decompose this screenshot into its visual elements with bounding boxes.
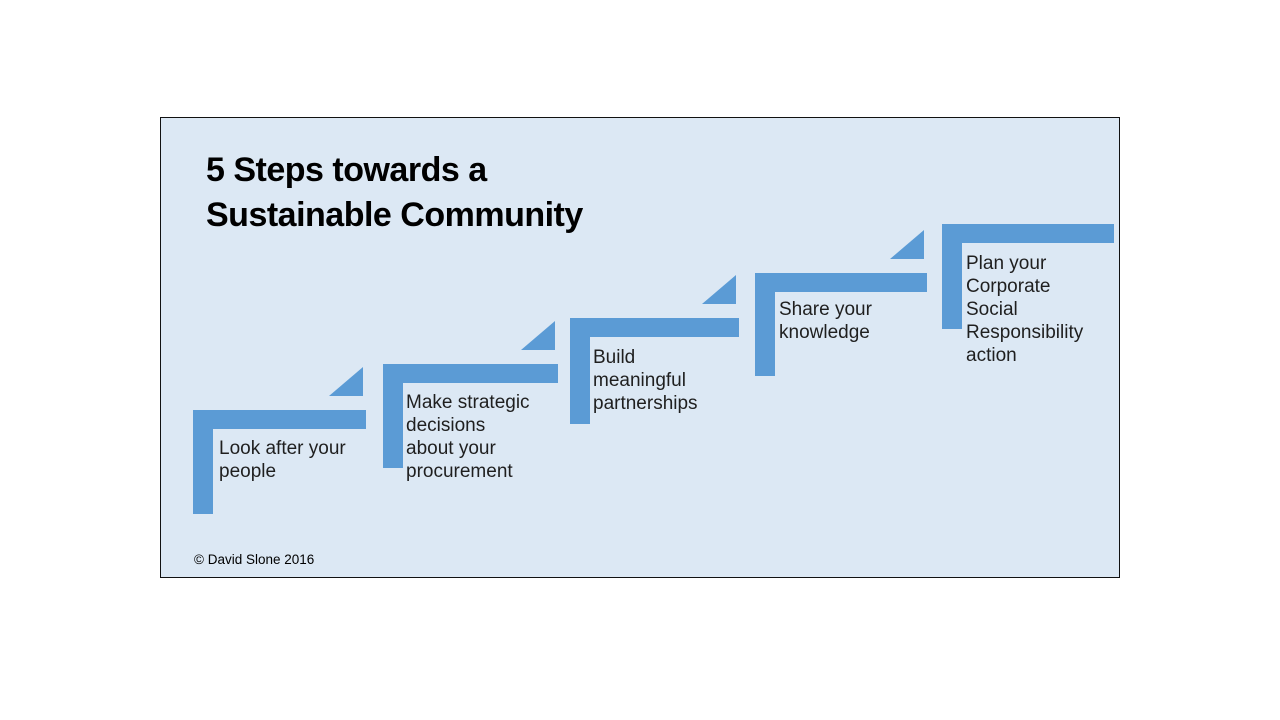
step-label: Look after your people — [219, 438, 346, 482]
step-bar-vertical — [942, 224, 962, 329]
step-bar-horizontal — [383, 364, 558, 383]
triangle-up-arrow-icon — [702, 275, 736, 304]
step-bar-vertical — [570, 318, 590, 424]
step-bar-horizontal — [193, 410, 366, 429]
triangle-up-arrow-icon — [521, 321, 555, 350]
step-label: Build meaningful partnerships — [593, 347, 698, 414]
step-bar-vertical — [193, 410, 213, 514]
copyright-credit: © David Slone 2016 — [194, 552, 315, 567]
slide: 5 Steps towards a Sustainable Community … — [160, 117, 1120, 578]
step-bar-vertical — [383, 364, 403, 468]
triangle-up-arrow-icon — [329, 367, 363, 396]
step-bar-horizontal — [942, 224, 1114, 243]
step-label: Share your knowledge — [779, 299, 872, 343]
step-bar-horizontal — [570, 318, 739, 337]
page-title: 5 Steps towards a Sustainable Community — [206, 151, 583, 234]
triangle-up-arrow-icon — [890, 230, 924, 259]
step-label: Make strategic decisions about your proc… — [406, 392, 530, 482]
step-bar-horizontal — [755, 273, 927, 292]
step-bar-vertical — [755, 273, 775, 376]
step-label: Plan your Corporate Social Responsibilit… — [966, 253, 1084, 366]
